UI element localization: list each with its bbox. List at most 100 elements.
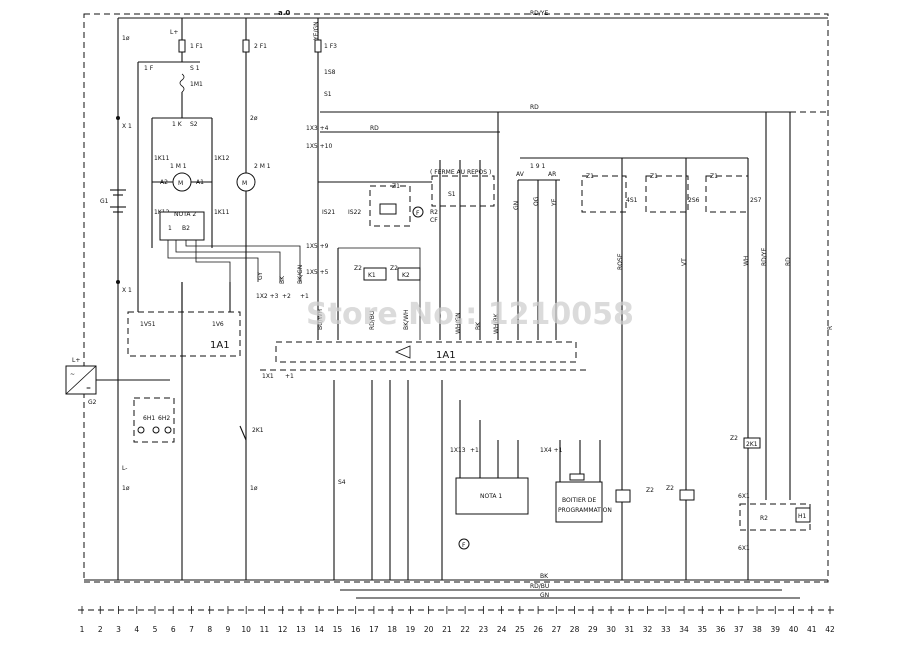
circle-f-icon bbox=[412, 206, 424, 218]
ruler-label: 40 bbox=[789, 625, 799, 634]
sw-1f: 1 F bbox=[144, 65, 154, 72]
relay-2k1-right bbox=[743, 437, 761, 449]
boitier-plug bbox=[569, 473, 585, 481]
switch-s1: S1 bbox=[324, 91, 332, 98]
battery-g1: G1 bbox=[100, 198, 109, 205]
sw-s1: S 1 bbox=[190, 65, 200, 72]
m1-coil bbox=[179, 73, 185, 93]
sw-2s6-z1: Z1 bbox=[650, 173, 658, 180]
nota2-b2: B2 bbox=[182, 225, 190, 232]
relay-z2-right: Z2 bbox=[666, 485, 674, 492]
wc-og: OG bbox=[533, 196, 540, 206]
ruler-label: 13 bbox=[296, 625, 306, 634]
bottom-bus-bk-label: BK bbox=[540, 573, 549, 580]
wc-whbk: WH/BK bbox=[493, 312, 500, 334]
lamp-1-icon bbox=[137, 426, 145, 434]
wc-rdbu: RD/BU bbox=[369, 311, 376, 330]
ruler-label: 3 bbox=[116, 625, 121, 634]
ia1-label: 1A1 bbox=[210, 340, 230, 351]
fuse-1f1 bbox=[178, 39, 186, 53]
boitier-line1: BOITIER DE bbox=[562, 497, 596, 504]
diode-v51: 1V51 bbox=[140, 321, 156, 328]
boitier-box bbox=[555, 481, 603, 523]
ruler-label: 11 bbox=[260, 625, 270, 634]
x1-label-bot: X 1 bbox=[122, 287, 132, 294]
x1-dot-top bbox=[116, 116, 120, 120]
ruler-label: 25 bbox=[515, 625, 525, 634]
ferme-label: ( FERME AU REPOS ) bbox=[430, 169, 491, 176]
bottom-bus-rdbu-label: RD/BU bbox=[530, 583, 549, 590]
relay-k1-coil bbox=[363, 267, 387, 281]
main-module-1a1 bbox=[275, 341, 577, 363]
nota2-one: 1 bbox=[168, 225, 172, 232]
main-module-label: 1A1 bbox=[436, 350, 456, 361]
ruler-label: 10 bbox=[241, 625, 251, 634]
sw-4s1-box bbox=[581, 175, 627, 213]
wc-yegn: YE/GN bbox=[313, 21, 320, 41]
relay-4h1 bbox=[615, 489, 631, 503]
relay-z1-label: Z1 bbox=[392, 183, 400, 190]
right-r-label: R bbox=[827, 326, 834, 330]
wc-bk2: BK bbox=[475, 321, 482, 330]
conn-x5-10: 1X5 +10 bbox=[306, 143, 332, 150]
ruler-label: 5 bbox=[153, 625, 158, 634]
ruler-label: 22 bbox=[460, 625, 470, 634]
ruler-label: 23 bbox=[479, 625, 489, 634]
wc-buwh: BU/WH bbox=[317, 309, 324, 330]
route-c bbox=[185, 240, 301, 282]
ruler-label: 4 bbox=[134, 625, 139, 634]
motor-1m1-sym: M bbox=[178, 180, 183, 187]
sw-2s6-label: 2S6 bbox=[688, 197, 700, 204]
ruler-label: 12 bbox=[278, 625, 288, 634]
ruler-label: 17 bbox=[369, 625, 379, 634]
ar-label: AR bbox=[548, 171, 556, 178]
charger-ac: ~ bbox=[70, 371, 75, 378]
ferme-s1: S1 bbox=[448, 191, 456, 198]
relay-z2 bbox=[679, 489, 695, 501]
motor-1m1-label: 1 M 1 bbox=[170, 163, 187, 170]
sw-4s1-z1: Z1 bbox=[586, 173, 594, 180]
ruler-label: 35 bbox=[698, 625, 708, 634]
ruler-label: 9 bbox=[226, 625, 231, 634]
ruler-label: 21 bbox=[442, 625, 452, 634]
ruler-label: 42 bbox=[825, 625, 835, 634]
wc-bkgn: BK/GN bbox=[297, 265, 304, 284]
wc-bk: BK bbox=[279, 275, 286, 284]
watermark: Store No.: 1210058 bbox=[306, 297, 634, 332]
k-1k: 1 K bbox=[172, 121, 183, 128]
route-a bbox=[167, 240, 259, 282]
conn-x13: 1X13 bbox=[450, 447, 466, 454]
wc-gn: GN bbox=[513, 201, 520, 210]
charger-label: G2 bbox=[88, 399, 97, 406]
ruler-label: 19 bbox=[406, 625, 416, 634]
wc-rose: ROSE bbox=[617, 253, 624, 270]
x1-label-top: X 1 bbox=[122, 123, 132, 130]
x1-dot-bot bbox=[116, 280, 120, 284]
ruler-label: 41 bbox=[807, 625, 817, 634]
relay-k2-label: K2 bbox=[402, 272, 410, 279]
wc-ye: YE bbox=[551, 198, 558, 207]
ruler-label: 34 bbox=[679, 625, 689, 634]
ruler-label: 20 bbox=[424, 625, 434, 634]
lamp-h2: 6H2 bbox=[158, 415, 170, 422]
relay-is21: IS21 bbox=[322, 209, 335, 216]
ruler-label: 31 bbox=[625, 625, 635, 634]
battery-a1-bottom: 1ø bbox=[122, 485, 130, 492]
relay-s4: S4 bbox=[338, 479, 346, 486]
lamp-h1: 6H1 bbox=[143, 415, 155, 422]
wc-gy: GY bbox=[257, 272, 264, 280]
motor-2m1-sym: M bbox=[242, 180, 247, 187]
motor-2m1-icon bbox=[236, 172, 256, 192]
wc-vt: VT bbox=[681, 258, 688, 266]
battery-lminus: L- bbox=[122, 465, 127, 472]
ruler-label: 14 bbox=[314, 625, 324, 634]
contactor-k12: 1K12 bbox=[214, 155, 230, 162]
lamp-2-icon bbox=[152, 426, 160, 434]
relay-2k1-right-label: 2K1 bbox=[746, 441, 758, 448]
ruler-label: 7 bbox=[189, 625, 194, 634]
conn-1x1: 1X1 bbox=[262, 373, 274, 380]
bottom-bus-gn-label: GN bbox=[540, 592, 549, 599]
av-ar-num: 1 9 1 bbox=[530, 163, 545, 170]
conn-x2-2: +2 bbox=[282, 293, 291, 300]
